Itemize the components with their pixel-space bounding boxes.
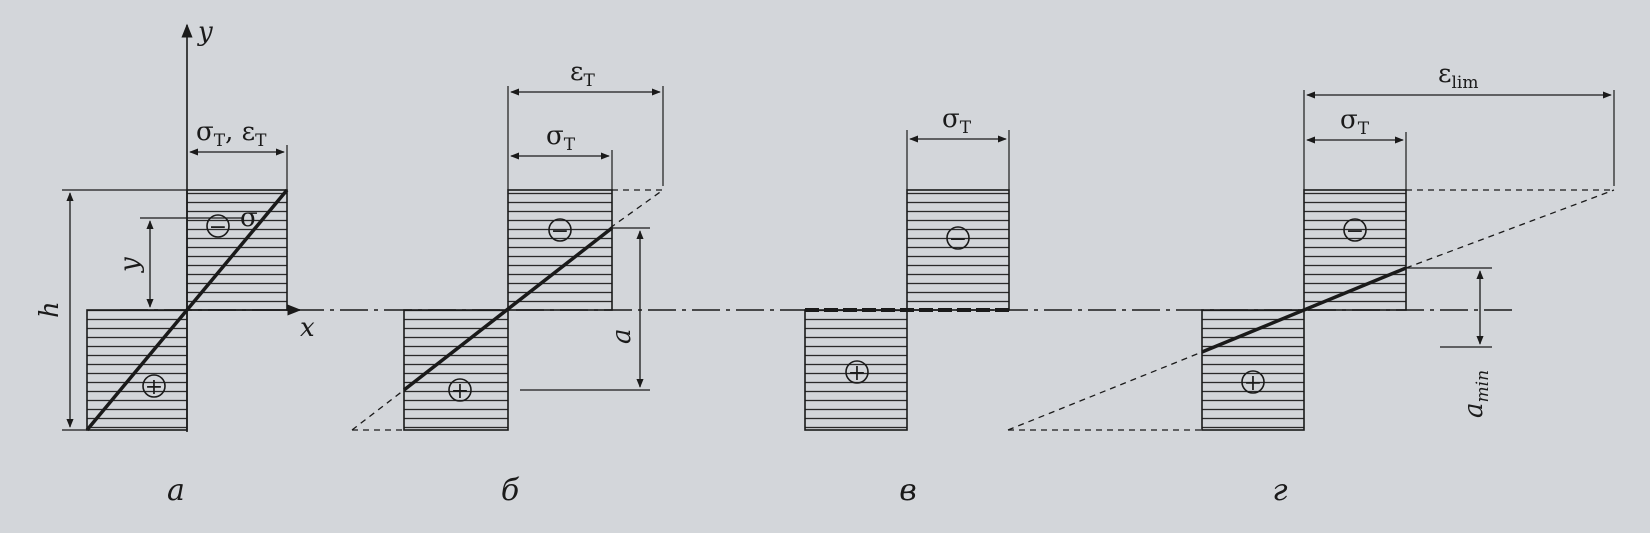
- panel-d-amin-sub: min: [1473, 370, 1493, 403]
- panel-b-minus-circle: [548, 218, 572, 242]
- panel-a: − + y x σ σT, εT h y а: [35, 17, 315, 508]
- panel-b-strain-label: εT: [570, 57, 595, 91]
- panel-c: − + σT в: [804, 104, 1010, 508]
- panel-a-plus-sign: +: [145, 375, 163, 400]
- panel-a-axis-x-label: x: [300, 313, 315, 343]
- panel-b-top-block: [507, 189, 613, 311]
- panel-a-point-label: σ: [240, 203, 258, 233]
- panel-d-top-block: [1303, 189, 1407, 311]
- panel-b-bottom-block: [403, 309, 509, 431]
- panel-b-minus-sign: −: [551, 219, 569, 244]
- panel-d-stress-line: [1201, 266, 1407, 354]
- panel-c-minus-circle: [946, 226, 970, 250]
- panel-c-stress-label: σT: [942, 104, 972, 138]
- panel-d-bottom-block: [1201, 309, 1305, 431]
- panel-b-stress-label: σT: [546, 121, 576, 155]
- panel-c-bottom-block: [804, 309, 908, 431]
- panel-a-stress-line: [85, 188, 289, 432]
- panel-a-axis-y-label: y: [197, 17, 213, 47]
- panel-d-strain-label: εlim: [1438, 59, 1478, 93]
- panel-a-sep: ,: [225, 117, 233, 147]
- panel-c-plus-sign: +: [848, 361, 866, 386]
- panel-b-stress-line: [402, 226, 614, 392]
- panel-d-plus-circle: [1241, 370, 1265, 394]
- panel-a-strain-symbol: ε: [242, 117, 255, 147]
- panel-a-y-dim-label: y: [115, 257, 145, 273]
- panel-a-plus-circle: [142, 374, 166, 398]
- panel-a-strain-sub: T: [255, 131, 267, 151]
- panel-d-minus-sign: −: [1346, 219, 1364, 244]
- panel-b-plus-sign: +: [451, 379, 469, 404]
- panel-b-plus-circle: [448, 378, 472, 402]
- panel-d-stress-sub: T: [1358, 119, 1370, 139]
- panel-d-caption: г: [1272, 473, 1287, 508]
- panel-b-stress-sub: T: [564, 135, 576, 155]
- panel-a-stress-sub: T: [214, 131, 226, 151]
- panel-a-h-label: h: [35, 301, 65, 318]
- panel-b-strain-sub: T: [583, 71, 595, 91]
- panel-c-minus-sign: −: [949, 227, 967, 252]
- panel-d: − + εlim σT amin г: [1007, 59, 1615, 508]
- panel-d-stress-label: σT: [1340, 105, 1370, 139]
- panel-d-strain-sub: lim: [1451, 73, 1478, 93]
- panel-b-a-label: a: [607, 328, 637, 344]
- panel-c-plus-circle: [845, 360, 869, 384]
- panel-c-caption: в: [899, 473, 916, 508]
- panel-c-stress-sub: T: [960, 118, 972, 138]
- panel-d-plus-sign: +: [1244, 371, 1262, 396]
- panel-d-minus-circle: [1343, 218, 1367, 242]
- panel-a-caption: а: [167, 473, 185, 508]
- panel-b: − + εT σT a б: [351, 57, 664, 508]
- panel-a-stress-symbol: σ: [196, 117, 214, 147]
- panel-a-width-label: σT, εT: [196, 117, 267, 151]
- panel-a-minus-circle: [206, 214, 230, 238]
- panel-b-caption: б: [501, 473, 520, 508]
- panel-a-minus-sign: −: [209, 215, 227, 240]
- panel-d-amin-label: amin: [1459, 370, 1493, 418]
